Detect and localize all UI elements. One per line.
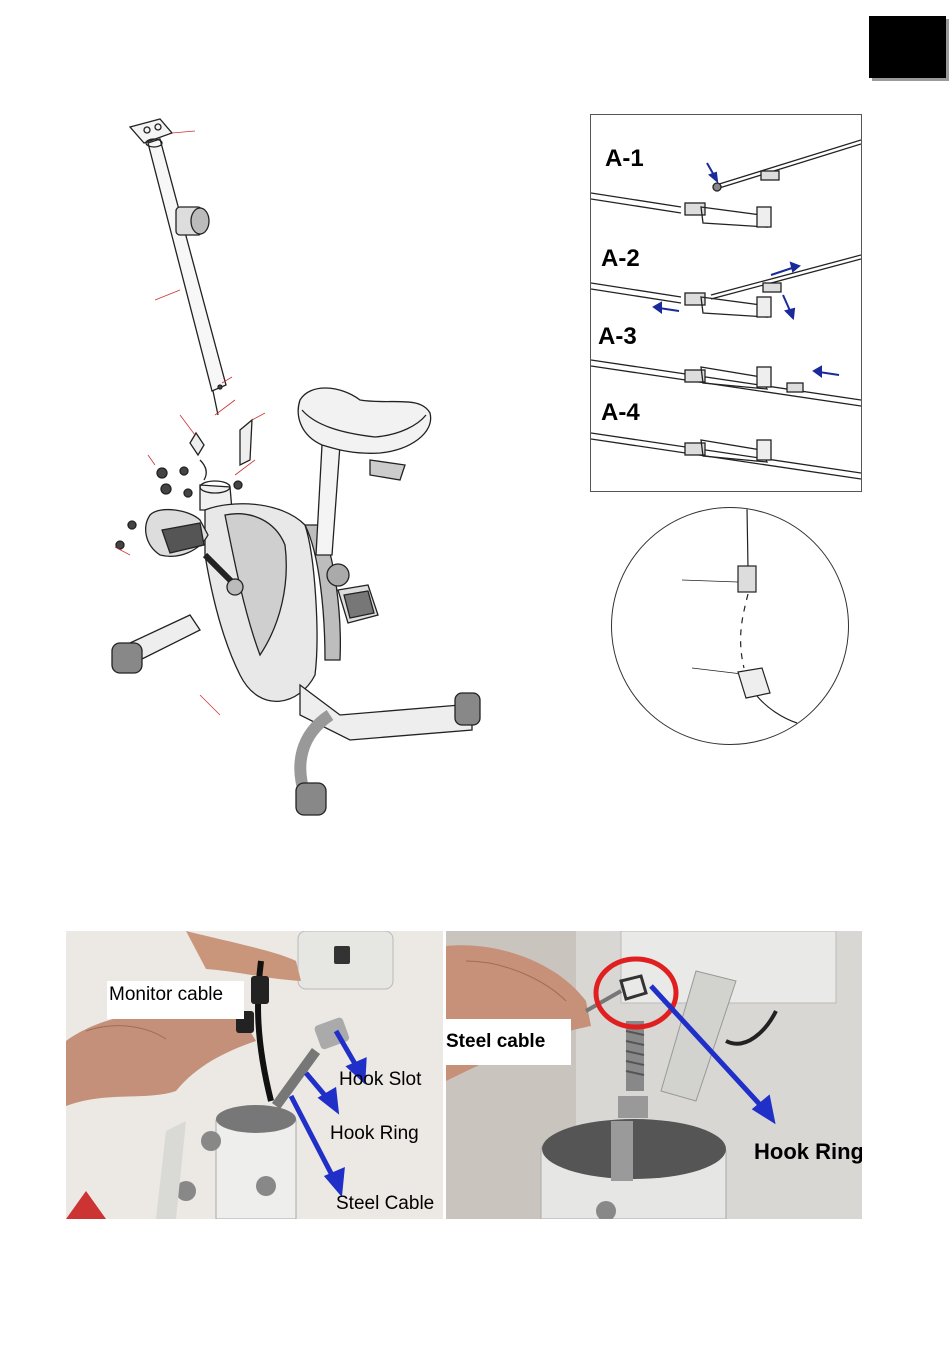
cable-clip-detail-circle [611, 507, 849, 745]
exploded-view-diagram [100, 115, 490, 825]
step-label-a4: A-4 [601, 399, 640, 427]
steel-cable-label-right: Steel cable [446, 1019, 571, 1065]
cable-clip-detail-drawing [612, 508, 848, 744]
step-label-a1: A-1 [605, 145, 644, 173]
hook-ring-photo-drawing [446, 931, 862, 1219]
hook-slot-label: Hook Slot [339, 1069, 421, 1091]
steel-cable-label: Steel Cable [336, 1193, 434, 1215]
hook-ring-photo: Steel cable Hook Ring [446, 931, 862, 1219]
cable-connection-steps-panel: A-1 A-2 A-3 A-4 [590, 114, 862, 492]
hook-ring-label-right: Hook Ring [754, 1139, 862, 1165]
page-tab [869, 16, 946, 78]
step-label-a2: A-2 [601, 245, 640, 273]
step-label-a3: A-3 [598, 323, 637, 351]
monitor-cable-photo: Monitor cable Hook Slot Hook Ring Steel … [66, 931, 443, 1219]
hook-ring-label: Hook Ring [330, 1123, 419, 1145]
monitor-cable-label: Monitor cable [107, 981, 244, 1019]
